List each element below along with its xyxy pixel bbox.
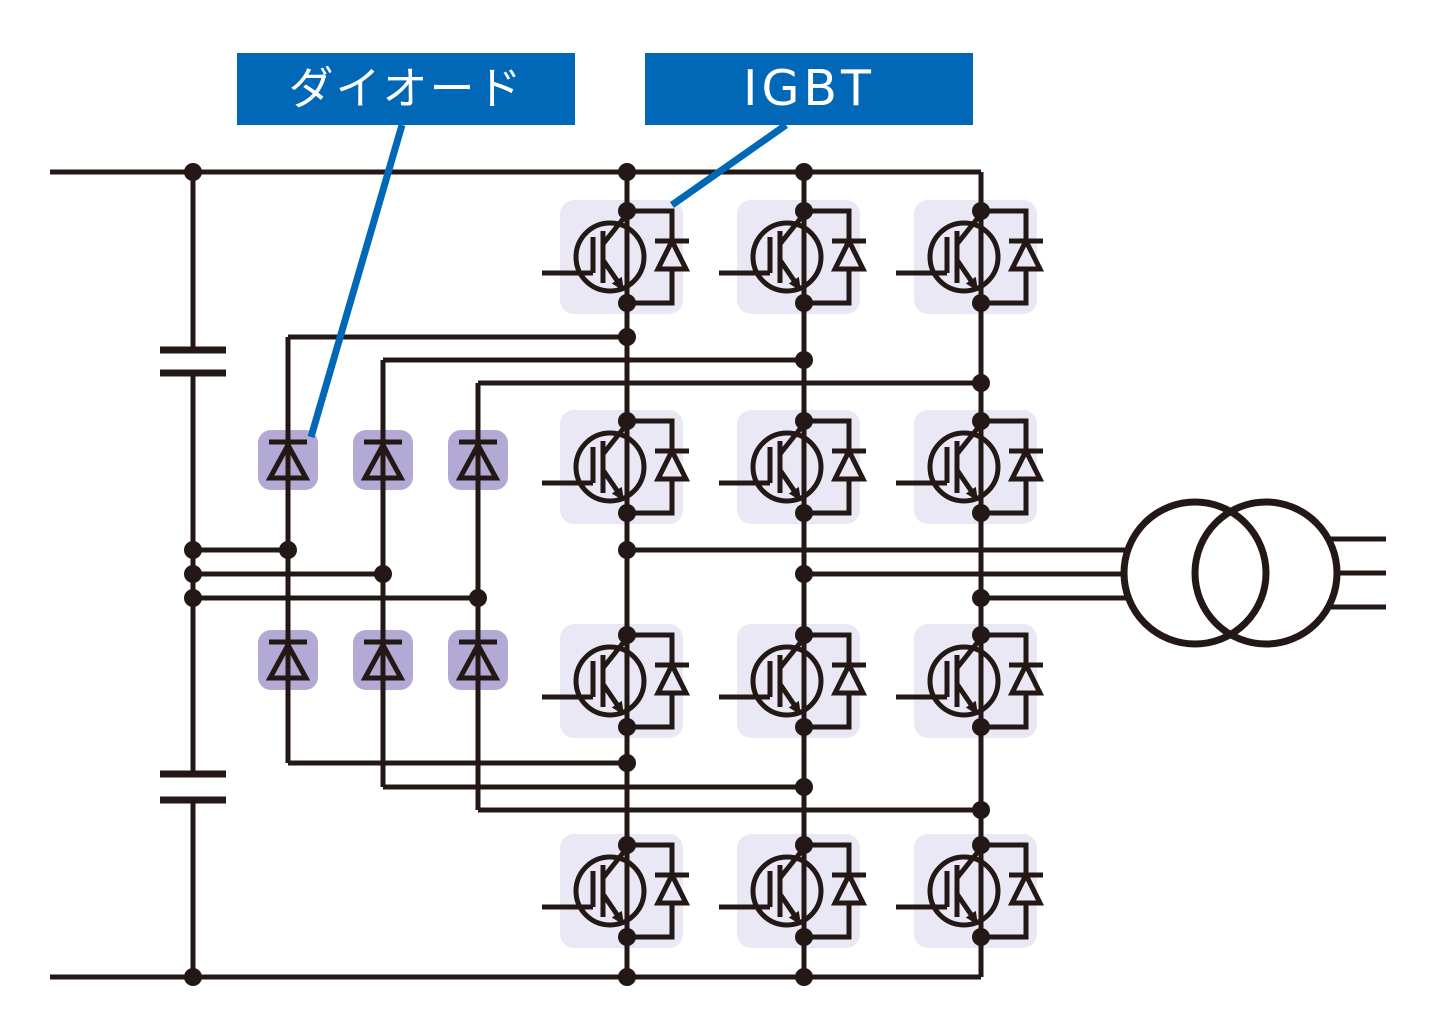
phase-output-lines xyxy=(627,547,1128,601)
secondary-output-lines xyxy=(1328,536,1386,610)
dc-link-capacitor-upper xyxy=(160,346,226,377)
igbt-callout-line xyxy=(669,122,789,208)
igbt-label: IGBT xyxy=(645,53,973,125)
wires xyxy=(50,169,1386,980)
dc-link-capacitor-lower xyxy=(160,770,226,804)
transformer-winding-primary xyxy=(1120,498,1270,648)
clamp-connections-upper xyxy=(288,334,981,386)
neutral-links xyxy=(193,547,478,601)
junction-dots xyxy=(184,163,990,986)
diode-callout-line xyxy=(307,124,406,438)
transformer xyxy=(1120,498,1386,648)
diode-label: ダイオード xyxy=(237,53,575,125)
clamp-connections-lower xyxy=(288,760,981,813)
